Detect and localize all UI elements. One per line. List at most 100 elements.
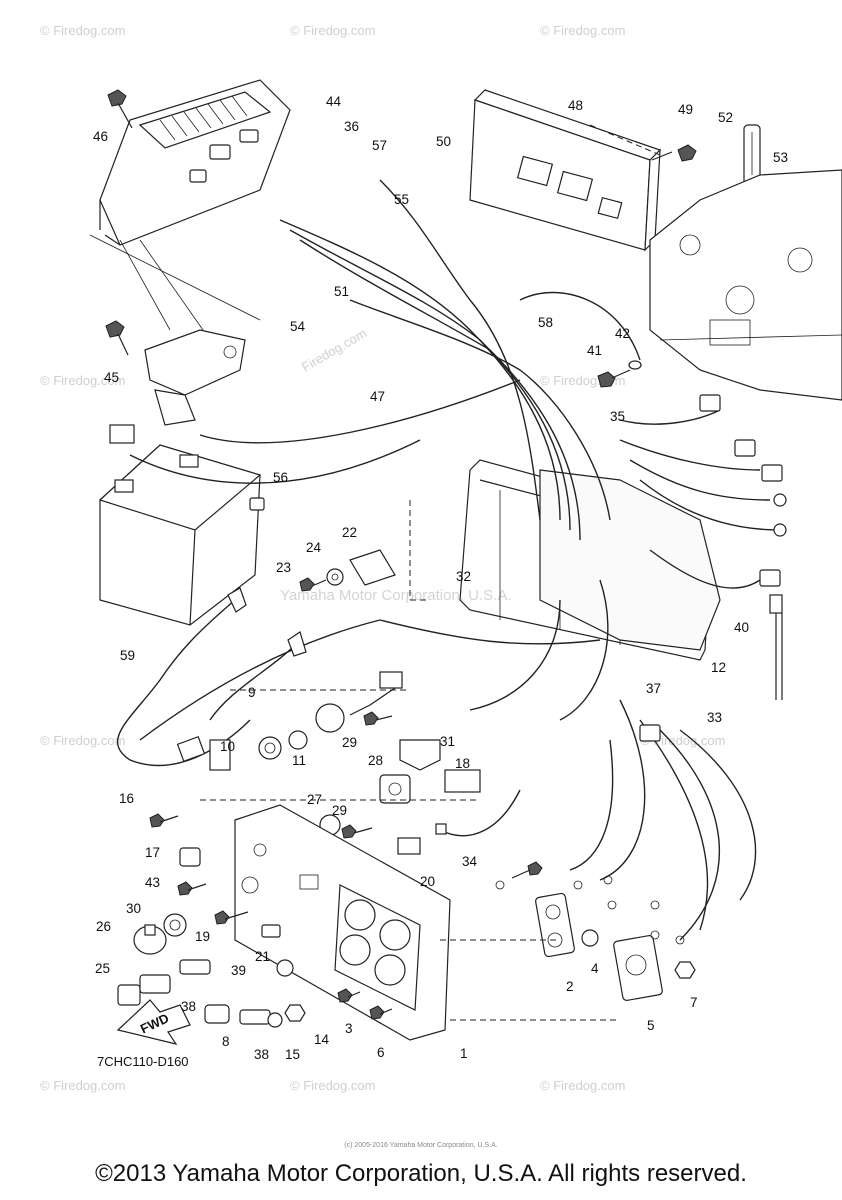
power-cord-59 bbox=[117, 587, 307, 766]
copyright-footer: ©2013 Yamaha Motor Corporation, U.S.A. A… bbox=[95, 1160, 747, 1187]
screw-6 bbox=[369, 1005, 393, 1020]
wire-34 bbox=[435, 789, 521, 837]
nut-15 bbox=[267, 1012, 283, 1028]
part-label: 36 bbox=[344, 119, 359, 134]
watermark: © Firedog.com bbox=[540, 23, 625, 38]
washer-4 bbox=[581, 929, 599, 947]
watermark: © Firedog.com bbox=[540, 1078, 625, 1093]
washer-24 bbox=[326, 568, 344, 586]
watermark-center: Yamaha Motor Corporation, U.S.A. bbox=[280, 587, 512, 604]
part-label: 1 bbox=[460, 1046, 468, 1061]
watermark-inline: Firedog.com bbox=[299, 325, 369, 374]
part-label: 22 bbox=[342, 525, 357, 540]
part-label: 18 bbox=[455, 756, 470, 771]
cable-tie-40 bbox=[769, 594, 783, 700]
ring-terminals bbox=[495, 875, 685, 945]
part-label: 28 bbox=[368, 753, 383, 768]
part-label: 20 bbox=[420, 874, 435, 889]
leader-lines bbox=[200, 124, 661, 1021]
part-label: 27 bbox=[307, 792, 322, 807]
watermark: © Firedog.com bbox=[40, 373, 125, 388]
connector-21 bbox=[261, 924, 281, 938]
part-label: 52 bbox=[718, 110, 733, 125]
part-label: 8 bbox=[222, 1034, 230, 1049]
mount-bracket bbox=[89, 234, 261, 426]
washer-30 bbox=[163, 913, 187, 937]
part-label: 29 bbox=[342, 735, 357, 750]
part-label: 6 bbox=[377, 1045, 385, 1060]
bolt-46 bbox=[107, 89, 133, 129]
part-label: 59 bbox=[120, 648, 135, 663]
part-label: 48 bbox=[568, 98, 583, 113]
part-label: 33 bbox=[707, 710, 722, 725]
part-label: 3 bbox=[345, 1021, 353, 1036]
part-label: 11 bbox=[292, 753, 306, 768]
connector-38 bbox=[179, 959, 271, 1025]
bracket-31 bbox=[399, 739, 441, 771]
part-label: 15 bbox=[285, 1047, 300, 1062]
bolt-49 bbox=[651, 144, 697, 162]
part-label: 12 bbox=[711, 660, 726, 675]
outlet-5 bbox=[613, 935, 663, 1001]
part-label: 7 bbox=[690, 995, 698, 1010]
part-label: 19 bbox=[195, 929, 210, 944]
component-18 bbox=[444, 769, 481, 793]
part-label: 17 bbox=[145, 845, 160, 860]
bolt-41 bbox=[597, 369, 631, 388]
breaker-28 bbox=[379, 774, 411, 804]
part-label: 41 bbox=[587, 343, 602, 358]
connector-cluster bbox=[639, 394, 787, 742]
washer-42 bbox=[628, 360, 642, 370]
part-label: 55 bbox=[394, 192, 409, 207]
part-label: 47 bbox=[370, 389, 385, 404]
bolt-19 bbox=[214, 910, 249, 925]
controller-box bbox=[99, 79, 291, 246]
part-label: 2 bbox=[566, 979, 574, 994]
watermark: © Firedog.com bbox=[40, 1078, 125, 1093]
part-label: 31 bbox=[440, 734, 455, 749]
part-label: 38 bbox=[181, 999, 196, 1014]
exploded-parts-diagram: © Firedog.com © Firedog.com © Firedog.co… bbox=[40, 23, 842, 1093]
watermark: © Firedog.com bbox=[40, 733, 125, 748]
clip-20 bbox=[397, 837, 421, 855]
part-label: 25 bbox=[95, 961, 110, 976]
screw-3 bbox=[337, 988, 361, 1003]
bolt-45 bbox=[105, 320, 129, 356]
fwd-arrow: FWD bbox=[116, 999, 191, 1045]
watermark: © Firedog.com bbox=[640, 733, 725, 748]
part-label: 40 bbox=[734, 620, 749, 635]
watermark: © Firedog.com bbox=[40, 23, 125, 38]
clip-17 bbox=[179, 847, 201, 867]
part-label: 14 bbox=[314, 1032, 330, 1047]
drawing-code: 7CHC110-D160 bbox=[97, 1054, 189, 1069]
watermark: © Firedog.com bbox=[290, 23, 375, 38]
part-label: 35 bbox=[610, 409, 625, 424]
button-25 bbox=[117, 974, 171, 1006]
part-label: 56 bbox=[273, 470, 288, 485]
watermark-layer: © Firedog.com © Firedog.com © Firedog.co… bbox=[40, 23, 725, 1093]
part-label: 43 bbox=[145, 875, 160, 890]
part-label: 30 bbox=[126, 901, 141, 916]
part-label: 39 bbox=[231, 963, 246, 978]
part-label: 16 bbox=[119, 791, 134, 806]
part-label: 57 bbox=[372, 138, 387, 153]
part-label: 58 bbox=[538, 315, 553, 330]
watermark: © Firedog.com bbox=[290, 1078, 375, 1093]
part-label: 26 bbox=[96, 919, 111, 934]
part-label: 44 bbox=[326, 94, 342, 109]
screw-23 bbox=[299, 577, 327, 592]
part-label: 49 bbox=[678, 102, 693, 117]
part-label: 38 bbox=[254, 1047, 269, 1062]
part-label: 9 bbox=[248, 685, 256, 700]
part-label: 21 bbox=[255, 949, 270, 964]
battery bbox=[98, 424, 262, 626]
part-label: 10 bbox=[220, 739, 235, 754]
part-label: 24 bbox=[306, 540, 322, 555]
inverter-module bbox=[469, 89, 662, 252]
screw-29 bbox=[363, 711, 393, 726]
part-label: 51 bbox=[334, 284, 349, 299]
part-labels: 1 2 3 4 5 6 7 8 9 10 11 12 14 15 16 17 1… bbox=[93, 94, 788, 1062]
connector-56 bbox=[249, 497, 265, 511]
screw-13 bbox=[511, 861, 543, 879]
nut-39 bbox=[276, 959, 294, 977]
